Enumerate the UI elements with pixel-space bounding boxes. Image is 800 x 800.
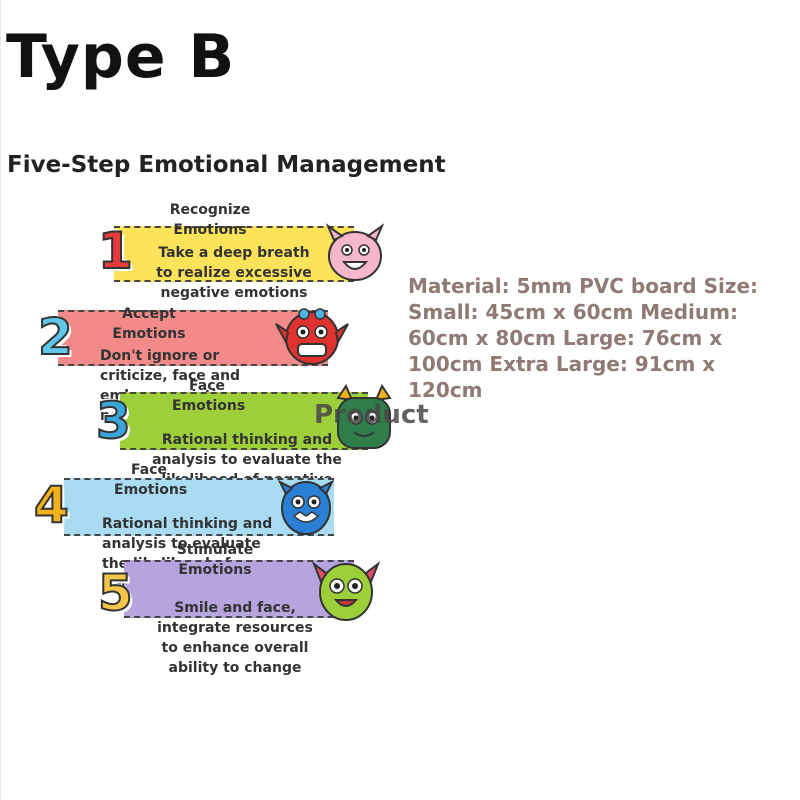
product-specifications: Material: 5mm PVC board Size: Small: 45c…	[408, 274, 759, 402]
step-4-number: 4	[33, 476, 70, 534]
step-3-band	[120, 392, 368, 450]
step-1-number: 1	[97, 222, 134, 280]
step-3-title: Face Emotions	[172, 378, 246, 414]
step-5: 5 Stimulate Emotions Smile and face, int…	[94, 540, 394, 690]
poster-subtitle: Five-Step Emotional Management	[7, 152, 446, 178]
type-heading: Type B	[6, 22, 236, 92]
blue-monster-icon	[274, 474, 338, 542]
step-2-number: 2	[37, 308, 74, 366]
pink-monster-icon	[320, 218, 390, 292]
step-1: 1 Recognize Emotions Take a deep breath …	[94, 200, 394, 310]
step-1-description: Take a deep breath to realize excessive …	[156, 245, 312, 301]
step-4-title: Face Emotions	[114, 462, 188, 498]
yellow-monster-icon	[311, 554, 381, 630]
step-5-number: 5	[97, 564, 134, 622]
step-2-title: Accept Emotions	[112, 306, 186, 342]
red-monster-icon	[274, 302, 350, 374]
step-1-band	[114, 226, 354, 282]
green-monster-icon	[332, 383, 396, 460]
product-watermark: Product	[314, 400, 429, 430]
step-5-title: Stimulate Emotions	[176, 542, 254, 578]
step-3-number: 3	[95, 392, 132, 450]
step-5-description: Smile and face, integrate resources to e…	[157, 600, 313, 676]
step-1-title: Recognize Emotions	[169, 202, 251, 238]
